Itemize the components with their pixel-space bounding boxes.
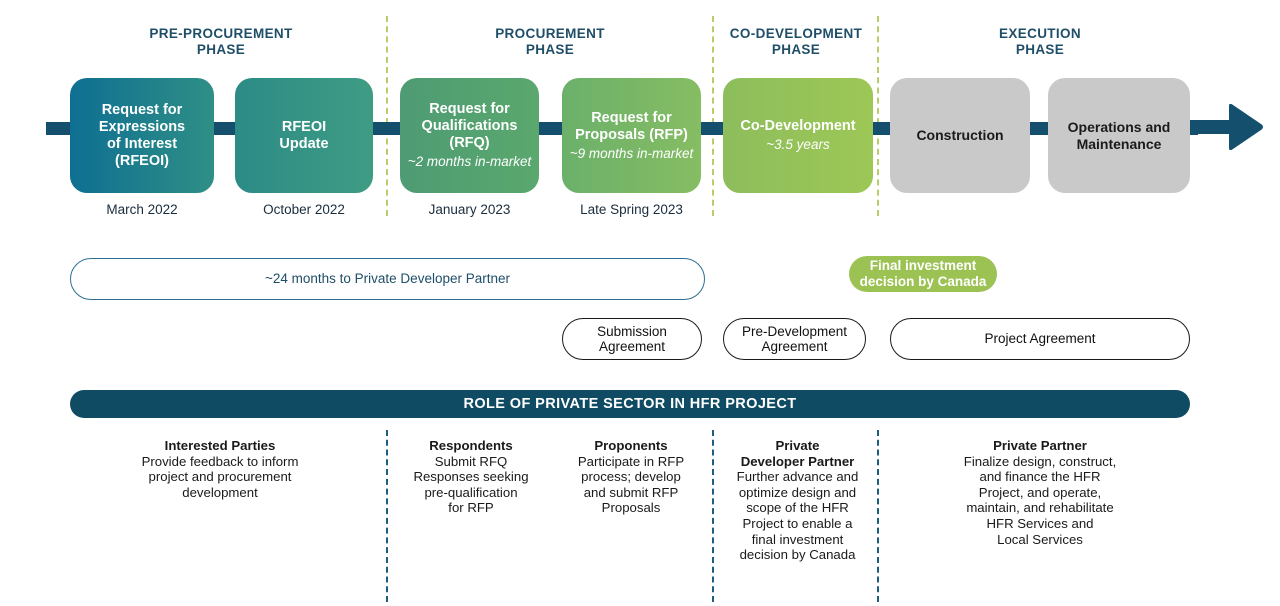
spine-segment: [535, 122, 566, 135]
spine-segment: [869, 122, 894, 135]
timeline-box-subtitle: ~9 months in-market: [569, 145, 694, 161]
spine-segment: [1026, 122, 1052, 135]
pill-label: Project Agreement: [984, 331, 1096, 347]
spine-segment: [46, 122, 76, 135]
spine-segment: [210, 122, 239, 135]
timeline-box-subtitle: ~3.5 years: [766, 137, 830, 152]
timeline-date-1: March 2022: [106, 202, 178, 217]
phase-divider-top-2: [712, 16, 714, 216]
project-agreement-pill[interactable]: Project Agreement: [890, 318, 1190, 360]
timeline-date-4: Late Spring 2023: [580, 202, 683, 217]
role-title: Private Partner: [993, 438, 1087, 453]
role-title: Proponents: [594, 438, 668, 453]
timeline-box-5[interactable]: Co-Development ~3.5 years: [723, 78, 873, 193]
timeline-box-subtitle: ~2 months in-market: [407, 154, 532, 169]
pill-label: ~24 months to Private Developer Partner: [264, 271, 510, 287]
spine-segment: [697, 122, 727, 135]
timeline-date-3: January 2023: [428, 202, 511, 217]
role-title: Interested Parties: [164, 438, 276, 453]
role-body: Finalize design, construct,and finance t…: [963, 453, 1117, 547]
role-title: Respondents: [429, 438, 513, 453]
phase-divider-top-1: [386, 16, 388, 216]
phase-divider-bottom-2: [712, 430, 714, 602]
timeline-box-6[interactable]: Construction: [890, 78, 1030, 193]
timeline-box-title: Co-Development: [740, 118, 856, 134]
phase-divider-bottom-1: [386, 430, 388, 602]
phase-divider-bottom-3: [877, 430, 879, 602]
spine-segment: [369, 122, 404, 135]
months-to-partner-pill[interactable]: ~24 months to Private Developer Partner: [70, 258, 705, 300]
timeline-date-2: October 2022: [263, 202, 345, 217]
phase-divider-top-3: [877, 16, 879, 216]
role-of-private-sector-banner: ROLE OF PRIVATE SECTOR IN HFR PROJECT: [70, 390, 1190, 418]
timeline-arrow-icon: [1185, 104, 1263, 150]
timeline-box-title: Construction: [916, 127, 1004, 143]
